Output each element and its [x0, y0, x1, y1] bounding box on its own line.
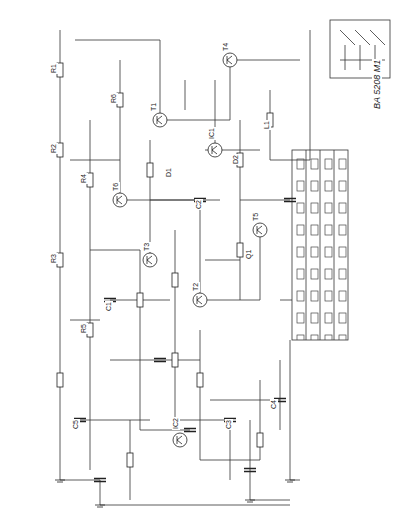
part-designator: T3: [143, 242, 151, 252]
resistor-symbol: [257, 433, 263, 447]
part-designator: T5: [252, 212, 260, 222]
resistor-symbol: [137, 293, 143, 307]
part-designator: C4: [270, 399, 278, 410]
transistor-leads: [117, 196, 122, 204]
part-designator: R4: [80, 173, 88, 184]
part-designator: D1: [165, 167, 173, 178]
part-designator: D2: [232, 154, 240, 165]
part-designator: C2: [195, 199, 203, 210]
part-designator: R6: [110, 93, 118, 104]
transistor-symbol: [173, 433, 187, 447]
part-designator: R5: [80, 323, 88, 334]
transistor-symbol: [113, 193, 127, 207]
part-designator: T2: [192, 282, 200, 292]
resistor-symbol: [147, 163, 153, 177]
resistor-symbol: [127, 453, 133, 467]
part-designator: T6: [112, 182, 120, 192]
part-designator: R1: [50, 63, 58, 74]
capacitor-symbol: [94, 479, 106, 482]
transistor-leads: [197, 296, 202, 304]
transistor-symbol: [253, 223, 267, 237]
transistor-leads: [157, 116, 162, 124]
part-designator: T4: [222, 42, 230, 52]
capacitor-symbol: [184, 429, 196, 432]
part-designator: T1: [150, 102, 158, 112]
ground-symbol: [55, 480, 65, 482]
resistor-symbol: [172, 273, 178, 287]
transistor-symbol: [153, 113, 167, 127]
resistor-symbol: [57, 373, 63, 387]
resistor-symbol: [237, 243, 243, 257]
transistor-leads: [177, 436, 182, 444]
transistor-leads: [227, 56, 232, 64]
part-designator: L1: [263, 120, 271, 130]
part-designator: R3: [50, 253, 58, 264]
part-designator: IC2: [172, 417, 180, 430]
part-designator: Q1: [245, 249, 253, 260]
capacitor-symbol: [244, 469, 256, 472]
part-designator: IC1: [208, 127, 216, 140]
transistor-symbol: [223, 53, 237, 67]
transistor-symbol: [143, 253, 157, 267]
transistor-leads: [212, 146, 217, 154]
transistor-leads: [257, 226, 262, 234]
resistor-symbol: [197, 373, 203, 387]
part-designator: C5: [72, 419, 80, 430]
ground-symbol: [285, 480, 295, 482]
transistor-leads: [147, 256, 152, 264]
resistor-symbol: [172, 353, 178, 367]
capacitor-symbol: [154, 359, 166, 362]
drawing-number: BA 5208 M1: [372, 59, 382, 110]
ground-symbol: [95, 505, 105, 507]
part-designator: C1: [105, 301, 113, 312]
capacitor-symbol: [284, 199, 296, 202]
ground-symbol: [245, 500, 255, 502]
transistor-symbol: [193, 293, 207, 307]
transistor-symbol: [208, 143, 222, 157]
part-designator: R2: [50, 143, 58, 154]
part-designator: C3: [225, 419, 233, 430]
